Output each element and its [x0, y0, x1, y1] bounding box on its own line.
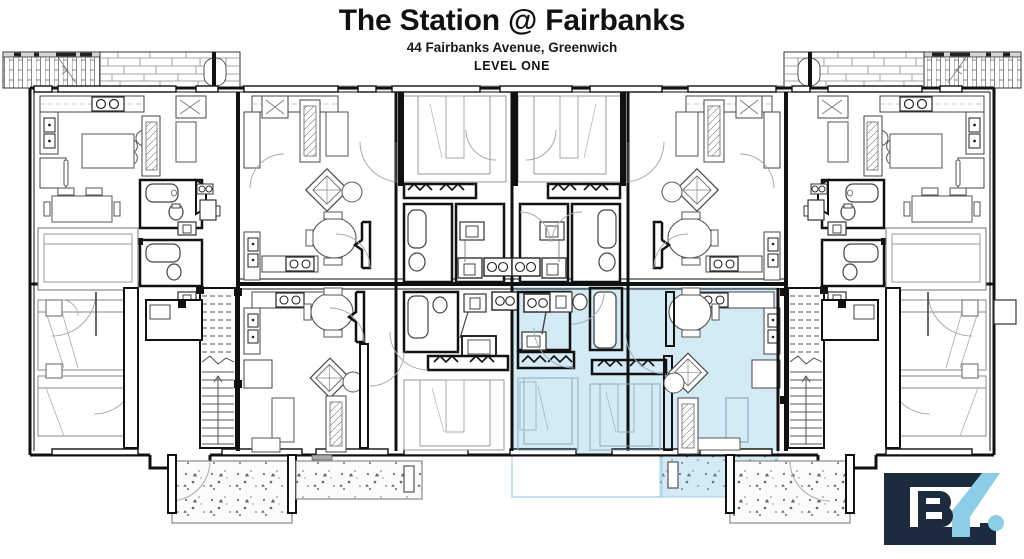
highlighted-unit-plan[interactable]: [516, 286, 788, 489]
bathroom-lower-left-center: [369, 290, 519, 451]
window-openings-top: [33, 85, 963, 93]
unit-lower-left-center: [234, 287, 369, 453]
bathrooms-center-upper: [402, 202, 622, 284]
patio-left-center: [295, 454, 423, 500]
unit-left-center-upper: [243, 95, 372, 281]
unit-right-center-upper: [652, 95, 781, 281]
logo-letter-b: [918, 491, 953, 527]
bathrooms-right-upper: [803, 178, 888, 306]
bedroom-left-center-upper: [359, 92, 507, 200]
bldup-logo[interactable]: [878, 465, 1010, 551]
bldup-logo-mark: [884, 473, 1004, 545]
patio-left: [167, 454, 297, 524]
stair-left: [196, 286, 237, 449]
bedroom-center-upper: [512, 92, 665, 200]
stair-right: [787, 286, 828, 449]
stone-veneer-upper-left: [99, 51, 241, 89]
exterior-deck-upper-right: [923, 51, 1022, 89]
unit-right-lower: [821, 227, 987, 449]
patio-right: [725, 454, 855, 524]
stone-veneer-upper-right: [783, 51, 925, 89]
door-swings: [249, 129, 775, 325]
unit-left-upper: [39, 95, 207, 223]
unit-right-upper: [817, 95, 985, 223]
kitchen-sink-left: [91, 96, 125, 112]
exterior-stoop-right: [993, 299, 1017, 325]
bathrooms-left-upper: [136, 178, 221, 306]
kitchen-sink-right: [899, 96, 933, 112]
exterior-deck-upper-left: [2, 51, 101, 89]
unit-left-lower: [37, 227, 203, 449]
